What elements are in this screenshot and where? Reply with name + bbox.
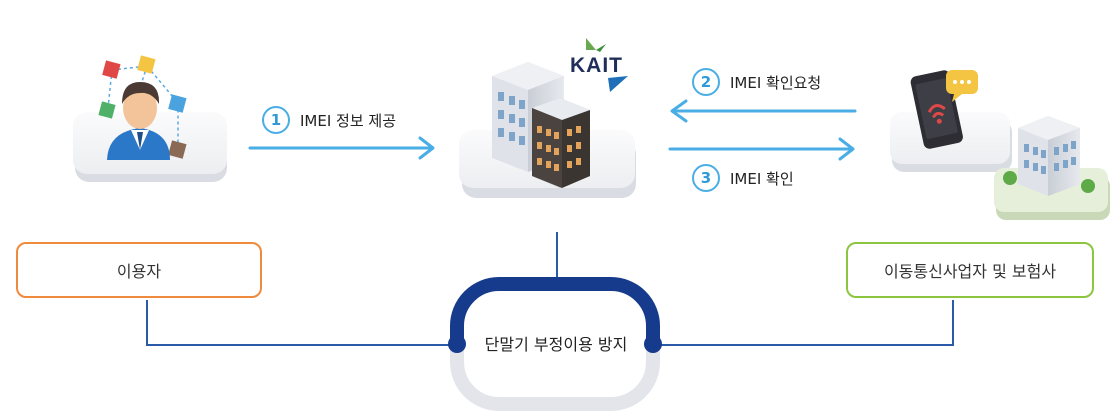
arrow-step-3 [668, 137, 855, 161]
step-3-number: 3 [692, 164, 720, 192]
center-loop-label: 단말기 부정이용 방지 [484, 335, 628, 354]
step-1-label: 1 IMEI 정보 제공 [262, 106, 396, 134]
loop-top-arc [450, 277, 660, 344]
loop-left-node [448, 335, 466, 353]
arrows [248, 99, 857, 161]
kait-logo-mark-icon [586, 38, 628, 92]
carrier-role-label: 이동통신사업자 및 보험사 [883, 262, 1057, 281]
connector-lines [146, 232, 954, 346]
carrier-role-box: 이동통신사업자 및 보험사 [846, 242, 1094, 298]
kait-logo-text: KAIT [570, 54, 623, 77]
center-loop [448, 277, 662, 411]
user-role-box: 이용자 [16, 242, 262, 298]
arrow-step-2 [670, 99, 857, 123]
step-3-text: IMEI 확인 [730, 169, 794, 188]
step-2-label: 2 IMEI 확인요청 [692, 68, 821, 96]
kait-logo: KAIT [570, 36, 640, 94]
step-2-number: 2 [692, 68, 720, 96]
loop-bottom-arc [450, 344, 660, 411]
step-1-text: IMEI 정보 제공 [300, 111, 397, 130]
arrow-step-1 [248, 136, 435, 160]
user-connector [146, 300, 455, 346]
user-illustration [73, 55, 227, 182]
kait-building-illustration [459, 62, 636, 198]
carrier-illustration [890, 70, 1110, 220]
step-2-text: IMEI 확인요청 [730, 73, 822, 92]
step-3-label: 3 IMEI 확인 [692, 164, 794, 192]
loop-right-node [644, 335, 662, 353]
carrier-connector [655, 300, 954, 346]
user-role-label: 이용자 [116, 262, 162, 281]
step-1-number: 1 [262, 106, 290, 134]
